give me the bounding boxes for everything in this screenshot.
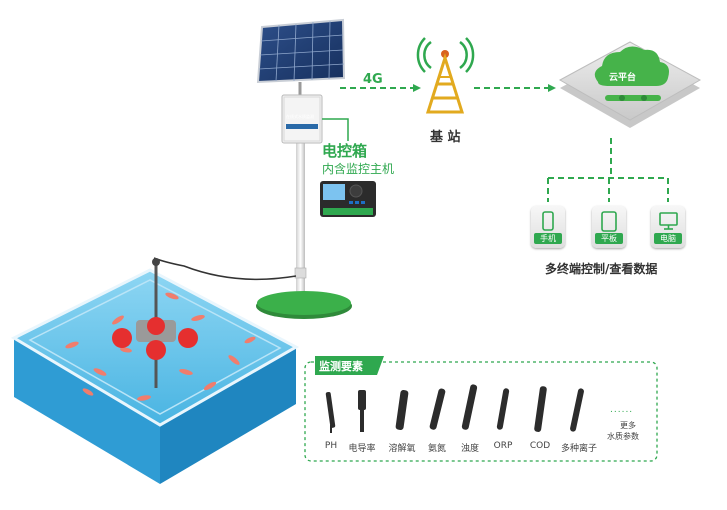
control-box-subtitle: 内含监控主机: [322, 162, 395, 176]
more-line1: 更多: [620, 421, 636, 430]
more-line2: 水质参数: [607, 432, 639, 441]
probe-turbidity: [461, 384, 478, 430]
sensor-panel-frame: [304, 361, 658, 462]
sensor-label-conductivity: 电导率: [348, 444, 376, 454]
base-station-label: 基 站: [430, 130, 461, 145]
sensor-label-orp: ORP: [493, 441, 513, 451]
sensor-label-nh3: 氨氮: [427, 444, 446, 454]
control-box-title: 电控箱: [322, 142, 368, 160]
sensor-label-turbidity: 浊度: [460, 444, 479, 454]
probe-cod: [534, 386, 547, 432]
probe-orp: [496, 388, 510, 430]
computer-icon: [659, 212, 678, 230]
terminal-label: 平板: [595, 233, 623, 244]
box-plate-label: 在线式水质监测: [286, 114, 314, 119]
floating-buoy: [112, 258, 198, 388]
sensor-panel-title: 监测要素: [319, 360, 363, 373]
probe-conductivity: [358, 390, 366, 432]
solar-panel: [256, 18, 346, 96]
box-pointer-line: [322, 118, 349, 141]
probe-ph: [325, 392, 336, 433]
sensor-label-cod: COD: [529, 441, 551, 451]
terminals-caption: 多终端控制/查看数据: [545, 262, 658, 276]
signal-cable: [153, 257, 297, 281]
sensor-label-ions: 多种离子: [560, 444, 597, 454]
pole: [296, 96, 305, 306]
probe-do: [395, 390, 409, 430]
cloud-label: 云平台: [609, 73, 637, 83]
cloud-platform-icon: [558, 41, 702, 128]
terminal-label: 手机: [534, 233, 562, 244]
phone-icon: [542, 211, 554, 231]
terminal-computer: 电脑: [651, 206, 685, 248]
terminal-tablet: 平板: [592, 206, 626, 248]
tablet-icon: [601, 211, 617, 232]
probe-ions: [570, 388, 584, 432]
sensor-probes: [325, 384, 584, 433]
sensor-label-ph: PH: [324, 441, 338, 451]
probe-nh3: [429, 388, 446, 430]
sensor-label-do: 溶解氧: [388, 444, 416, 454]
base-station-icon: [416, 37, 475, 114]
network-label: 4G: [363, 72, 383, 87]
monitoring-host-device: [320, 181, 376, 217]
more-dots: ......: [610, 405, 634, 415]
terminal-links: [547, 138, 669, 202]
terminal-phone: 手机: [531, 206, 565, 248]
terminal-label: 电脑: [654, 233, 682, 244]
